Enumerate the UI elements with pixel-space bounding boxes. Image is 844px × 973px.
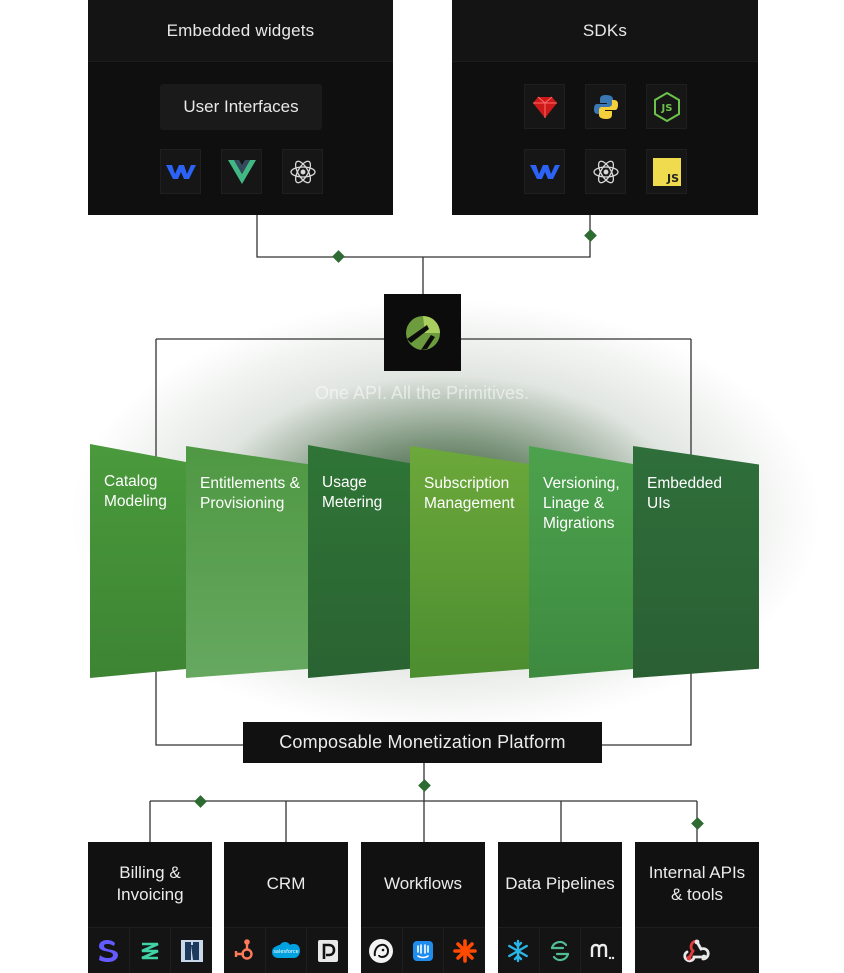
integration-label: Internal APIs & tools bbox=[648, 863, 746, 904]
panel-entitlements: Entitlements & Provisioning bbox=[186, 446, 310, 678]
integration-workflows: Workflows bbox=[361, 842, 486, 973]
hubspot-icon bbox=[224, 928, 266, 973]
pipedrive-icon bbox=[307, 928, 349, 973]
integration-data-pipelines: Data Pipelines bbox=[498, 842, 623, 973]
webflow-icon bbox=[160, 149, 201, 194]
sdks-title: SDKs bbox=[452, 0, 758, 62]
metabase-icon bbox=[581, 928, 623, 973]
panel-versioning: Versioning, Linage & Migrations bbox=[529, 446, 636, 678]
panel-label: Usage Metering bbox=[322, 474, 383, 511]
panel-label: Catalog Modeling bbox=[104, 473, 167, 510]
integration-internal-apis: Internal APIs & tools bbox=[635, 842, 759, 973]
electron-icon bbox=[585, 149, 626, 194]
product-logo-box bbox=[384, 294, 461, 371]
panel-usage-metering: Usage Metering bbox=[308, 445, 412, 678]
panel-label: Versioning, Linage & Migrations bbox=[543, 475, 620, 532]
integration-billing: Billing & Invoicing bbox=[88, 842, 213, 973]
integration-label: Billing & Invoicing bbox=[116, 863, 184, 904]
user-interfaces-chip: User Interfaces bbox=[160, 84, 322, 130]
embedded-widgets-title: Embedded widgets bbox=[88, 0, 393, 62]
zapier-icon bbox=[444, 928, 486, 973]
product-logo-icon bbox=[405, 315, 440, 350]
stripe-icon bbox=[88, 928, 130, 973]
panel-label: Embedded UIs bbox=[647, 475, 722, 512]
svg-text:JS: JS bbox=[660, 103, 672, 114]
ruby-icon bbox=[524, 84, 565, 129]
integration-label: Workflows bbox=[383, 874, 463, 893]
embedded-widgets-box: Embedded widgets User Interfaces bbox=[88, 0, 393, 215]
webhook-icon bbox=[635, 928, 759, 973]
zuora-icon bbox=[129, 928, 172, 973]
integration-crm: CRM salesforce bbox=[224, 842, 349, 973]
intercom-icon bbox=[402, 928, 445, 973]
webflow-icon bbox=[524, 149, 565, 194]
integration-label: Data Pipelines bbox=[505, 874, 615, 893]
panel-label: Entitlements & Provisioning bbox=[200, 475, 300, 512]
python-icon bbox=[585, 84, 626, 129]
panel-catalog-modeling: Catalog Modeling bbox=[90, 444, 190, 678]
javascript-icon: JS bbox=[646, 149, 687, 194]
segment-icon bbox=[539, 928, 582, 973]
panel-subscription-management: Subscription Management bbox=[410, 446, 532, 678]
panel-embedded-uis: Embedded UIs bbox=[633, 446, 759, 678]
panel-label: Subscription Management bbox=[424, 475, 515, 512]
snowflake-icon bbox=[498, 928, 540, 973]
netsuite-icon bbox=[171, 928, 213, 973]
salesforce-icon: salesforce bbox=[265, 928, 308, 973]
mailchimp-icon bbox=[361, 928, 403, 973]
svg-text:salesforce: salesforce bbox=[273, 949, 298, 955]
tagline: One API. All the Primitives. bbox=[314, 383, 530, 403]
electron-icon bbox=[282, 149, 323, 194]
sdks-box: SDKs JS JS bbox=[452, 0, 758, 215]
svg-text:JS: JS bbox=[665, 172, 678, 185]
integration-label: CRM bbox=[266, 874, 306, 893]
vue-icon bbox=[221, 149, 262, 194]
composable-monetization-platform: Composable Monetization Platform bbox=[243, 722, 602, 763]
nodejs-icon: JS bbox=[646, 84, 687, 129]
